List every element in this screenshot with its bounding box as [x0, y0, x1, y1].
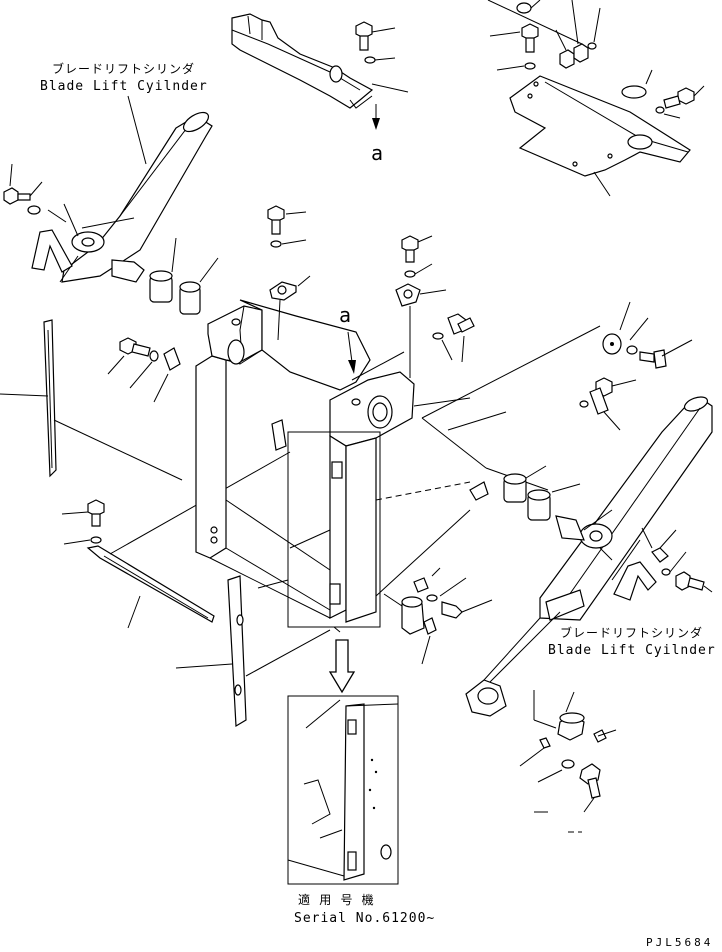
ref-a-top-arrow: a [371, 104, 383, 165]
lower-left-strip [175, 575, 331, 728]
top-right-plate [509, 75, 691, 177]
ref-a-frame-label: a [339, 303, 351, 327]
left-cylinder-jp-label: ブレードリフトシリンダ [52, 61, 195, 76]
left-cylinder-leader [127, 95, 147, 165]
lower-right-pin [519, 690, 617, 833]
left-grease-fitting [3, 163, 79, 273]
right-blade-lift-cylinder [465, 396, 713, 717]
serial-jp-label: 適 用 号 機 [298, 892, 375, 907]
ref-a-top-label: a [371, 141, 383, 165]
serial-en-label: Serial No.61200~ [294, 911, 435, 926]
right-grease-fitting [613, 527, 713, 601]
right-link-lines [375, 325, 601, 501]
left-blade-lift-cylinder [59, 111, 213, 283]
left-pin-and-washer [107, 337, 181, 403]
serial-detail-box [287, 695, 399, 885]
right-cylinder-en-label: Blade Lift Cyilnder [548, 643, 716, 658]
ref-a-frame-arrow: a [339, 303, 405, 381]
top-bracket [231, 13, 374, 109]
top-right-hardware [487, 0, 705, 197]
right-cylinder-jp-label: ブレードリフトシリンダ [560, 625, 703, 640]
left-lower-plate [61, 451, 291, 629]
main-frame [195, 299, 415, 623]
right-bushings [469, 465, 581, 521]
down-arrow [328, 639, 356, 694]
lower-mid-pin [375, 509, 493, 665]
top-bolt [355, 21, 409, 93]
right-washer-and-bolt [602, 301, 693, 369]
drawing-code: PJL5684 [646, 936, 713, 949]
frame-mid-pin [432, 313, 475, 363]
frame-bracket-right [395, 235, 447, 378]
right-pin [579, 377, 637, 431]
frame-bracket-left [267, 205, 311, 451]
left-bushings [149, 237, 219, 315]
left-vertical-strip [0, 319, 183, 481]
left-cylinder-en-label: Blade Lift Cyilnder [40, 79, 208, 94]
